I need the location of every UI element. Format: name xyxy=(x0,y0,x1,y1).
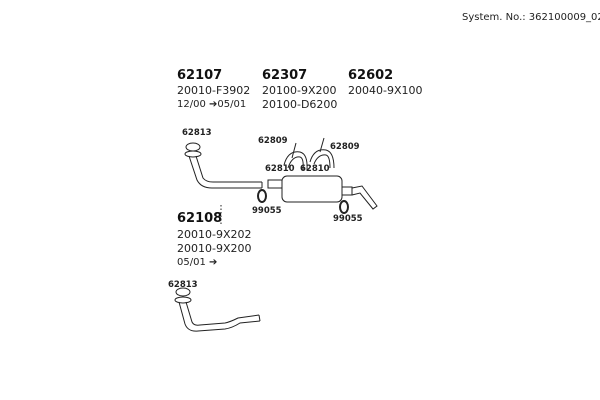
callout-hanger[interactable]: 62809 xyxy=(330,142,360,152)
front-pipe-62107[interactable] xyxy=(184,142,263,189)
ref-line: 20100-D6200 xyxy=(262,98,338,111)
date-range: 05/01 ➔ xyxy=(177,257,218,268)
callout-clamp[interactable]: 99055 xyxy=(333,214,363,224)
callout-gasket[interactable]: 62813 xyxy=(168,280,198,290)
ref-line: 20010-9X202 xyxy=(177,228,252,241)
ref-line: 20010-9X200 xyxy=(177,242,252,255)
clamp-left[interactable] xyxy=(257,189,267,203)
system-number: System. No.: 362100009_02 xyxy=(462,12,600,23)
date-range: 12/00 ➔05/01 xyxy=(177,99,247,110)
ref-line: 20010-F3902 xyxy=(177,84,251,97)
muffler-62307[interactable] xyxy=(267,175,343,203)
callout-gasket[interactable]: 62813 xyxy=(182,128,212,138)
callout-hanger[interactable]: 62809 xyxy=(258,136,288,146)
part-number-62307[interactable]: 62307 xyxy=(262,68,308,83)
callout-bracket[interactable]: 62810 xyxy=(300,164,330,174)
part-number-62602[interactable]: 62602 xyxy=(348,68,394,83)
part-number-62108[interactable]: 62108 xyxy=(177,211,223,226)
part-number-62107[interactable]: 62107 xyxy=(177,68,223,83)
ref-line: 20040-9X100 xyxy=(348,84,423,97)
tail-pipe-62602[interactable] xyxy=(341,185,378,210)
ref-line: 20100-9X200 xyxy=(262,84,337,97)
front-pipe-62108[interactable] xyxy=(174,287,261,332)
callout-bracket[interactable]: 62810 xyxy=(265,164,295,174)
hanger-bracket-left[interactable] xyxy=(283,142,308,171)
hanger-bracket-right[interactable] xyxy=(309,137,335,169)
callout-clamp[interactable]: 99055 xyxy=(252,206,282,216)
clamp-right[interactable] xyxy=(339,200,349,214)
